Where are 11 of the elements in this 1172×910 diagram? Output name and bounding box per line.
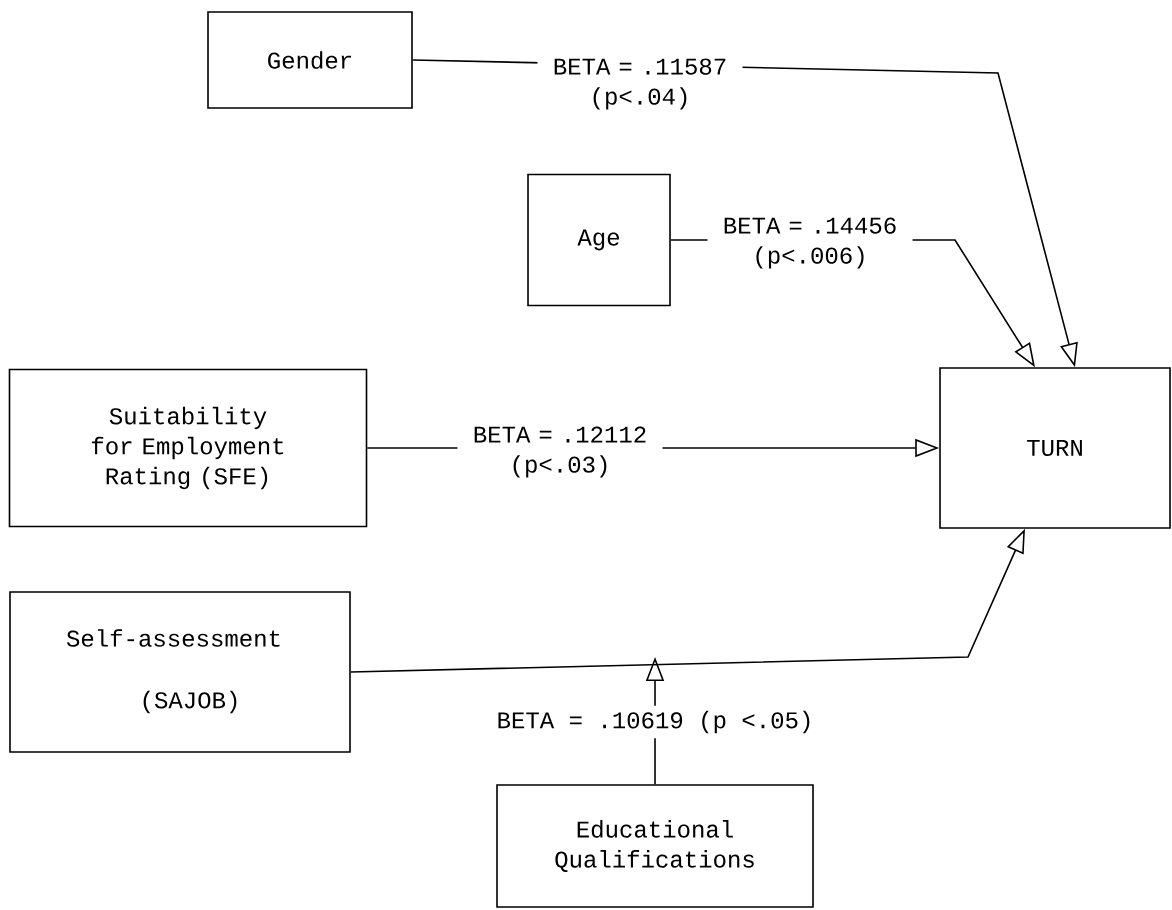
edge-label: BETA = .14456 (p<.006) [707,212,913,274]
edge-label: BETA = .10619 (p <.05) [491,705,819,739]
variable-box: Age [527,173,671,307]
edge-label: BETA = .12112 (p<.03) [457,421,663,483]
variable-box: Suitability for Employment Rating (SFE) [8,368,368,528]
variable-box: TURN [939,367,1171,529]
variable-box: Gender [207,11,413,109]
box-text: Self-assessment [66,629,280,647]
variable-box: Educational Qualifications [496,784,814,908]
edge-label: BETA = .11587 (p<.04) [537,53,743,115]
box-text: (SAJOB) [143,690,237,714]
